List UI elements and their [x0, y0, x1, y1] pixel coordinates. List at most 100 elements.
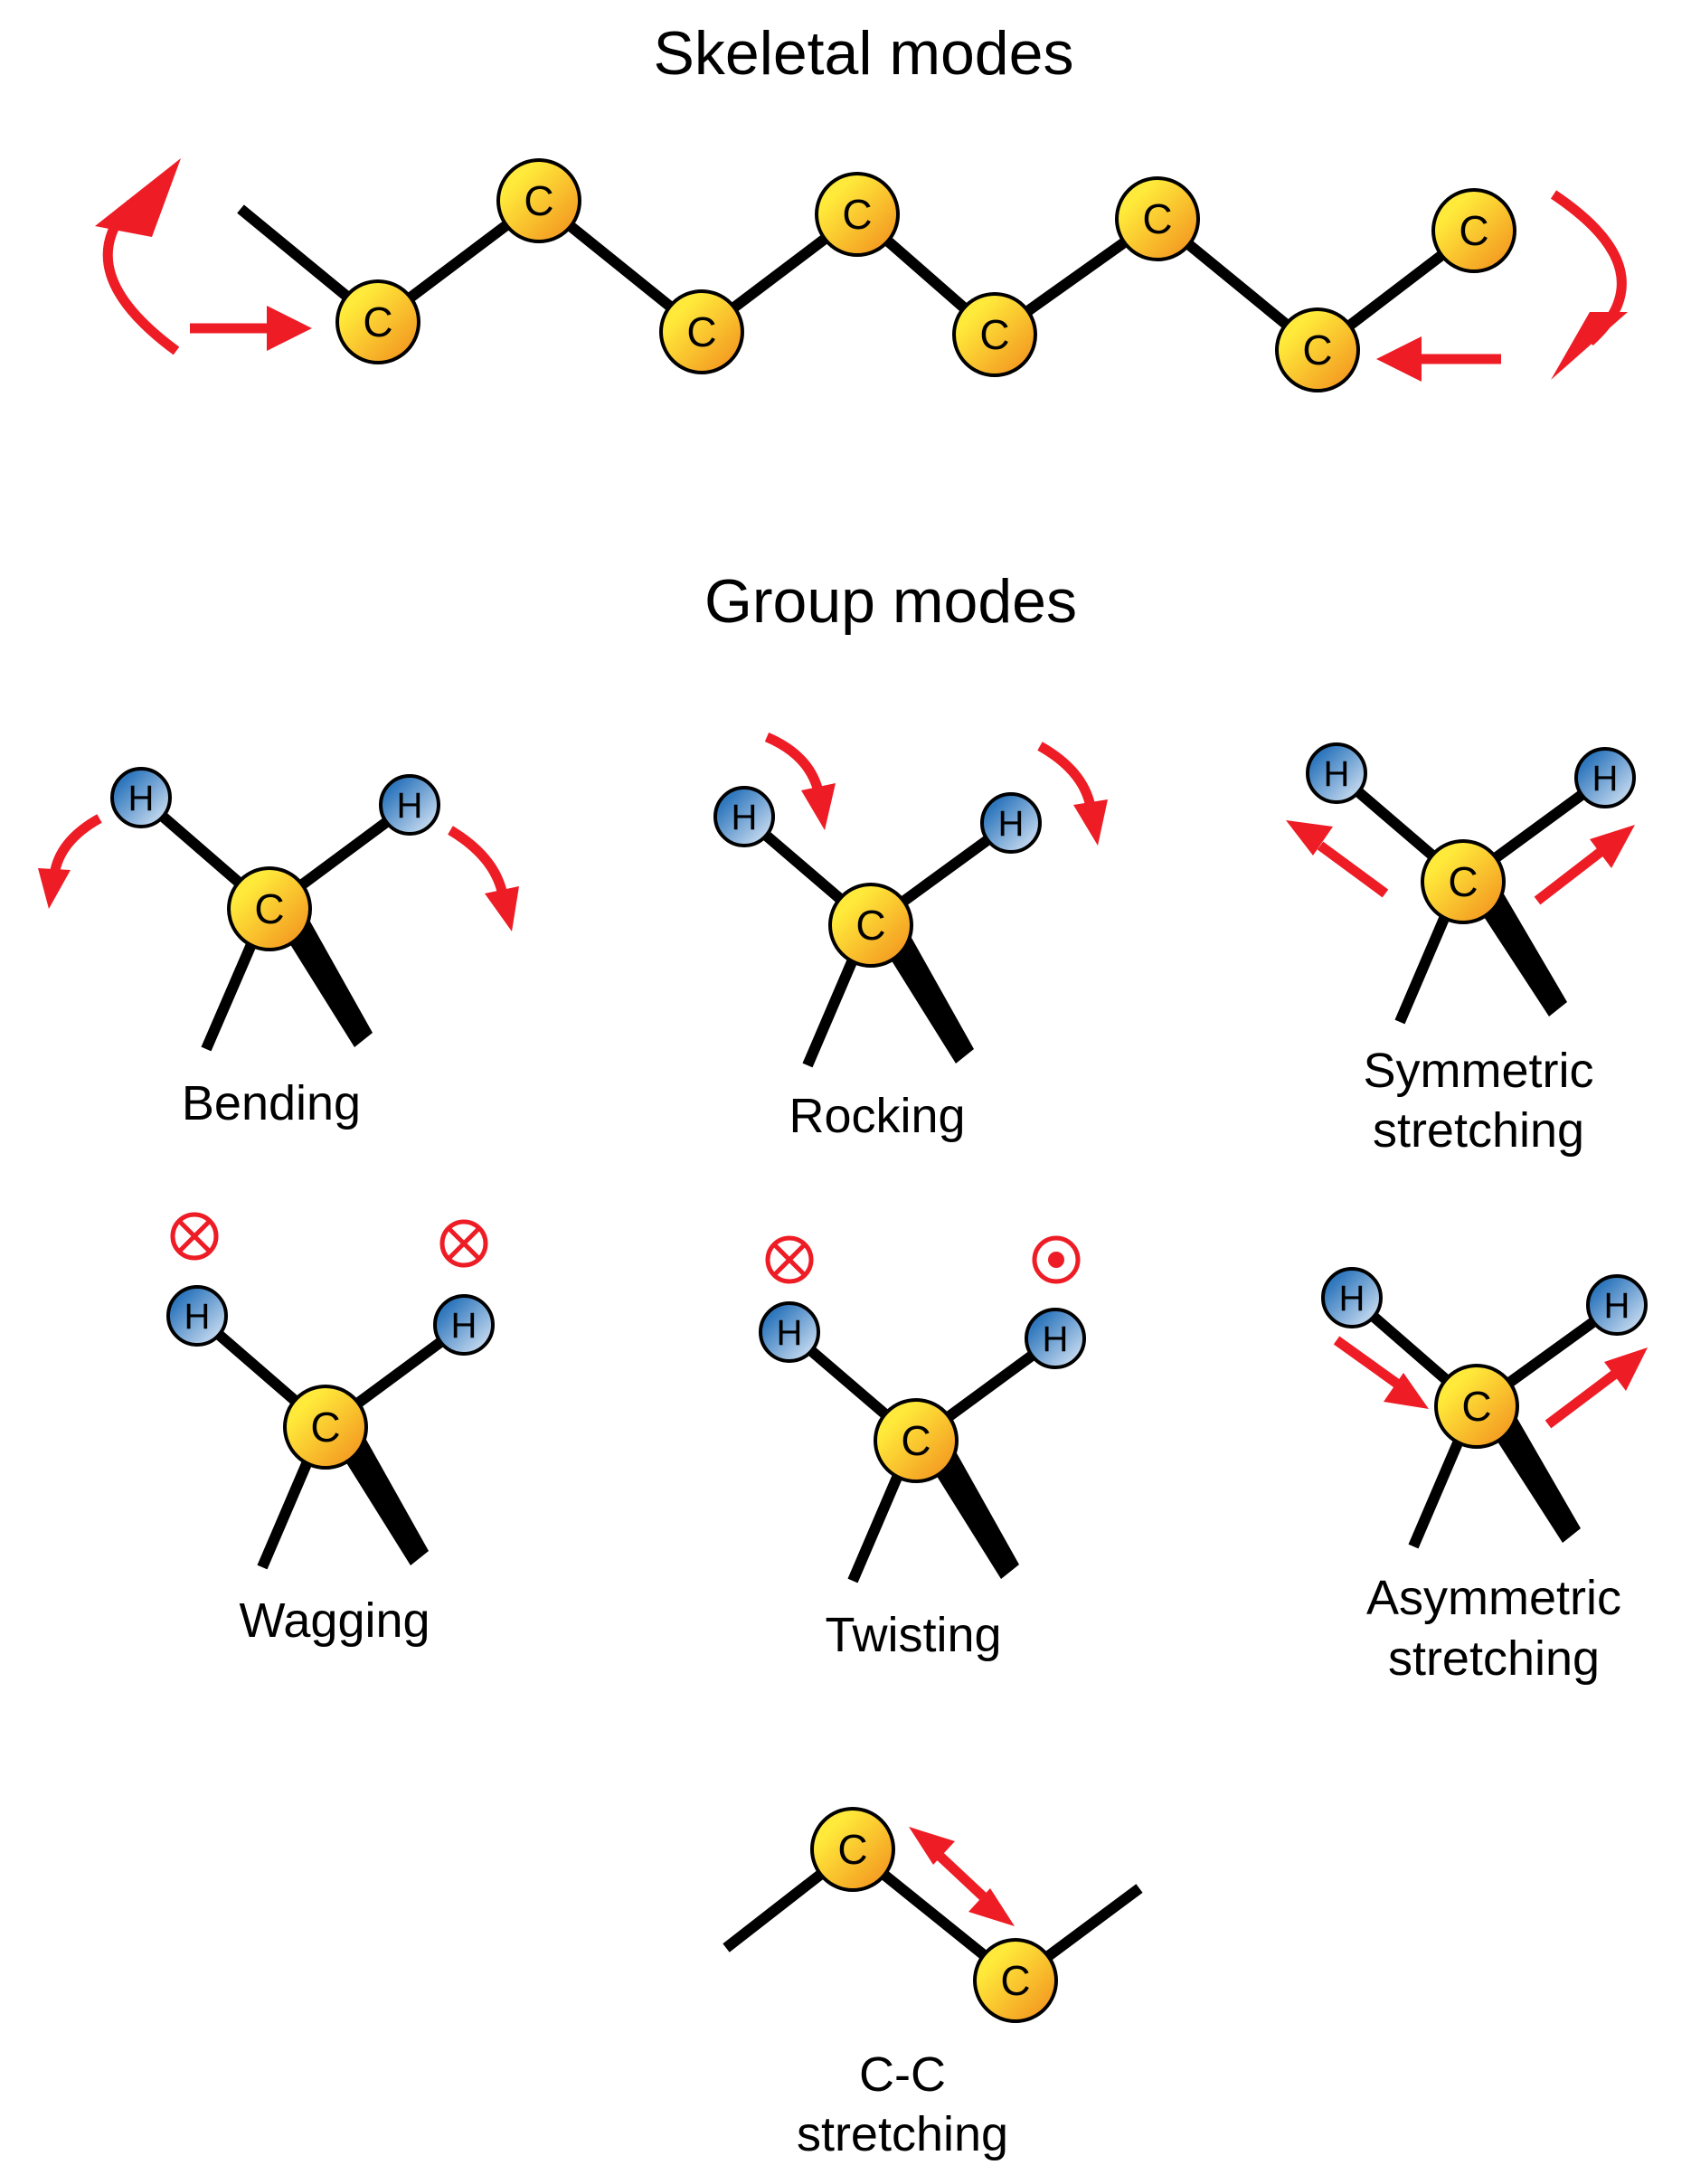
hydrogen-atom: H — [110, 767, 172, 828]
svg-text:C: C — [310, 1404, 340, 1451]
arrowhead-icon — [968, 1888, 1015, 1926]
straight-arrow-icon — [1333, 1336, 1401, 1388]
svg-text:C: C — [1000, 1957, 1030, 2004]
carbon-atom: C — [1421, 839, 1506, 924]
svg-text:H: H — [184, 1297, 211, 1337]
bending-label: Bending — [182, 1076, 361, 1130]
carbon-atom: C — [973, 1938, 1058, 2023]
curved-arrow-icon — [49, 814, 102, 876]
wagging-group: H H C Wagging — [166, 1212, 495, 1648]
carbon-atom: C — [815, 172, 900, 257]
carbon-atom: C — [496, 158, 581, 243]
svg-text:H: H — [397, 786, 423, 826]
hydrogen-atom: H — [1306, 742, 1367, 804]
carbon-atom: C — [874, 1398, 959, 1483]
svg-text:H: H — [128, 779, 155, 818]
cc-stretching-label-line1: C-C — [859, 2047, 946, 2102]
group-modes-title: Group modes — [704, 567, 1077, 636]
svg-text:H: H — [451, 1306, 477, 1346]
svg-text:H: H — [1339, 1279, 1365, 1319]
carbon-atom: C — [283, 1385, 368, 1470]
hydrogen-atom: H — [713, 786, 775, 847]
twisting-group: H H C Twisting — [759, 1235, 1086, 1662]
svg-text:C: C — [1302, 326, 1332, 373]
svg-text:C: C — [837, 1826, 867, 1873]
into-page-icon — [170, 1212, 219, 1261]
arrowhead-icon — [1376, 336, 1422, 382]
asymmetric-stretching-group: H H C Asymmetric stretching — [1321, 1267, 1648, 1686]
svg-text:C: C — [1461, 1383, 1491, 1430]
out-of-page-icon — [1032, 1235, 1081, 1284]
svg-text:C: C — [363, 298, 392, 345]
svg-text:H: H — [1604, 1286, 1630, 1326]
carbon-atom: C — [1434, 1364, 1519, 1449]
svg-text:C: C — [524, 177, 553, 224]
svg-text:H: H — [1043, 1319, 1069, 1359]
svg-text:H: H — [777, 1313, 803, 1353]
curved-arrow-icon — [764, 732, 824, 793]
carbon-atom: C — [659, 289, 744, 374]
arrowhead-icon — [1551, 312, 1628, 380]
carbon-atom: C — [1275, 307, 1360, 392]
bending-group: H H C Bending — [38, 767, 519, 1130]
carbon-atom: C — [1115, 176, 1200, 261]
carbon-atom: C — [1431, 188, 1516, 273]
svg-text:C: C — [1448, 858, 1478, 905]
svg-text:C: C — [979, 311, 1009, 358]
svg-text:C: C — [686, 308, 716, 355]
hydrogen-atom: H — [759, 1301, 820, 1363]
hydrogen-atom: H — [379, 774, 440, 836]
hydrogen-atom: H — [1574, 747, 1636, 808]
cc-stretching-group: C C C-C stretching — [723, 1807, 1143, 2161]
curved-arrow-icon — [1037, 742, 1096, 808]
asymmetric-stretching-label-line2: stretching — [1388, 1631, 1600, 1686]
double-arrow-icon — [937, 1852, 987, 1901]
skeletal-modes-title: Skeletal modes — [654, 19, 1074, 88]
carbon-atom: C — [335, 279, 420, 364]
hydrogen-atom: H — [1586, 1274, 1648, 1336]
symmetric-stretching-group: H H C Symmetric stretching — [1286, 742, 1636, 1158]
curved-arrow-icon — [448, 826, 508, 897]
rocking-group: H H C Rocking — [713, 732, 1108, 1143]
svg-text:H: H — [1324, 754, 1350, 794]
svg-text:C: C — [254, 885, 284, 932]
cc-stretching-label-line2: stretching — [797, 2107, 1008, 2161]
hydrogen-atom: H — [980, 792, 1042, 854]
straight-arrow-icon — [1534, 847, 1604, 905]
into-page-icon — [439, 1219, 488, 1268]
hydrogen-atom: H — [433, 1294, 495, 1356]
arrowhead-icon — [1590, 825, 1635, 868]
symmetric-stretching-label-line2: stretching — [1373, 1103, 1584, 1158]
hydrogen-atom: H — [1025, 1308, 1086, 1369]
carbon-atom: C — [227, 866, 312, 951]
carbon-atom: C — [952, 292, 1037, 377]
symmetric-stretching-label-line1: Symmetric — [1364, 1044, 1594, 1098]
arrowhead-icon — [267, 306, 312, 351]
svg-text:C: C — [842, 191, 872, 238]
rocking-label: Rocking — [789, 1089, 965, 1143]
arrowhead-icon — [1604, 1347, 1648, 1391]
carbon-atom: C — [810, 1807, 895, 1892]
straight-arrow-icon — [1545, 1370, 1618, 1429]
hydrogen-atom: H — [166, 1285, 228, 1347]
svg-text:H: H — [1592, 759, 1619, 799]
arrowhead-icon — [1286, 820, 1333, 856]
svg-text:C: C — [1142, 195, 1172, 242]
skeletal-chain: C C C C C C C C — [95, 158, 1628, 392]
hydrogen-atom: H — [1321, 1267, 1383, 1328]
svg-text:H: H — [998, 804, 1025, 844]
arrowhead-icon — [485, 886, 519, 931]
svg-text:C: C — [1459, 207, 1488, 254]
carbon-atom: C — [828, 883, 913, 968]
svg-text:H: H — [732, 798, 758, 837]
svg-text:C: C — [901, 1417, 931, 1464]
into-page-icon — [765, 1235, 814, 1284]
asymmetric-stretching-label-line1: Asymmetric — [1366, 1571, 1621, 1625]
arrowhead-icon — [38, 868, 71, 909]
straight-arrow-icon — [1317, 841, 1389, 898]
arrowhead-icon — [801, 783, 836, 830]
twisting-label: Twisting — [825, 1608, 1001, 1662]
svg-text:C: C — [855, 902, 885, 949]
wagging-label: Wagging — [239, 1593, 430, 1648]
